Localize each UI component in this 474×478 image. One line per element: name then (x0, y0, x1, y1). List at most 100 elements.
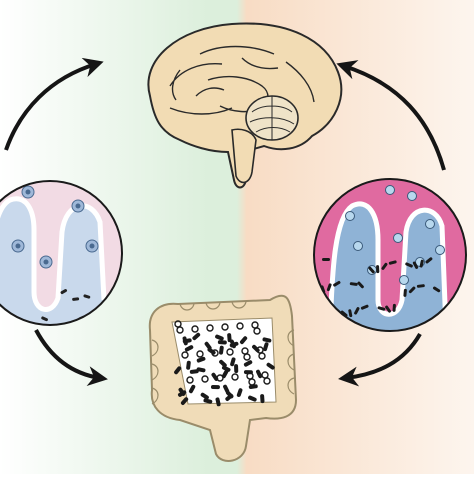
colon-icon (148, 294, 298, 462)
bacterium-icon (204, 341, 212, 350)
bacterium-icon (263, 342, 269, 352)
bacterium-icon (227, 333, 232, 343)
bacterium-icon (340, 310, 348, 317)
bacterium-icon (239, 336, 248, 345)
bacterium-icon (219, 345, 224, 355)
bacterium-icon (253, 327, 261, 335)
immune-cell-icon (393, 233, 403, 243)
bacterium-icon (425, 257, 433, 264)
gut-bacteria-icon (174, 320, 275, 407)
bacterium-icon (210, 385, 220, 390)
bacterium-icon (182, 336, 188, 346)
bacterium-icon (258, 352, 266, 360)
bacterium-icon (326, 283, 332, 292)
bacterium-icon (385, 305, 391, 313)
bacterium-icon (207, 347, 216, 355)
bacterium-icon (196, 367, 206, 373)
bacterium-icon (248, 378, 256, 386)
bacterium-icon (221, 365, 231, 372)
bacterium-icon (189, 369, 199, 374)
bacterium-icon (368, 266, 375, 274)
bacterium-icon (181, 351, 189, 359)
right-lower-arrow (338, 333, 422, 387)
bacterium-icon (376, 265, 380, 274)
bacterium-icon (231, 373, 239, 381)
immune-cell-icon (435, 245, 445, 255)
bacterium-icon (60, 289, 68, 295)
healthy-intestinal-villi-icon (0, 180, 123, 326)
bacterium-icon (236, 388, 243, 397)
bacterium-icon (178, 387, 186, 396)
bacterium-icon (72, 297, 80, 301)
immune-cell-icon (425, 219, 435, 229)
bacterium-icon (219, 359, 227, 368)
left-lower-arrow (34, 329, 108, 387)
bacterium-icon (176, 326, 184, 334)
bacterium-icon (243, 370, 253, 375)
bacterium-icon (419, 259, 424, 268)
bacterium-icon (236, 322, 244, 330)
bacterium-icon (215, 397, 221, 407)
bacterium-icon (215, 334, 224, 341)
bacterium-icon (186, 376, 194, 384)
bacterium-icon (381, 262, 388, 270)
bacterium-icon (234, 364, 239, 374)
bacterium-icon (348, 309, 353, 318)
bacterium-icon (192, 332, 201, 341)
bacterium-icon (412, 261, 419, 269)
bacterium-icon (191, 325, 199, 333)
bacterium-icon (200, 392, 209, 400)
bacterium-icon (408, 286, 416, 294)
bacterium-icon (188, 384, 196, 394)
bacterium-icon (174, 366, 182, 375)
bacterium-icon (322, 258, 330, 261)
bacterium-icon (41, 316, 48, 322)
bacterium-icon (221, 323, 229, 331)
bacterium-icon (206, 324, 214, 332)
bacterium-icon (243, 360, 253, 367)
bacterium-icon (229, 339, 236, 349)
bacterium-icon (388, 260, 397, 265)
bacterium-icon (221, 369, 229, 379)
bacterium-icon (196, 350, 204, 358)
bacterium-icon (403, 288, 407, 297)
bacterium-icon (360, 304, 369, 310)
bacterium-icon (377, 306, 386, 311)
immune-cell-icon (407, 191, 417, 201)
bacterium-icon (226, 348, 234, 356)
bacterium-icon (416, 284, 425, 288)
left-upper-arrow (4, 57, 104, 151)
dysbiotic-intestinal-villi-icon (313, 178, 467, 332)
bacterium-icon (432, 286, 441, 293)
bacterium-icon (186, 360, 191, 370)
bacterium-icon (243, 353, 251, 361)
bacterium-icon (252, 344, 260, 353)
bacterium-icon (230, 357, 236, 367)
bacterium-icon (184, 345, 194, 352)
immune-cell-icon (399, 275, 409, 285)
bacterium-icon (266, 362, 275, 370)
bacterium-icon (260, 394, 265, 404)
bacterium-icon (392, 303, 396, 312)
bacterium-icon (349, 282, 358, 286)
right-upper-arrow (336, 60, 446, 171)
bacterium-icon (203, 398, 213, 404)
bacterium-icon (405, 262, 413, 268)
bacterium-icon (262, 337, 272, 343)
bacterium-icon (201, 375, 209, 383)
bacterium-icon (180, 397, 189, 405)
bacterium-icon (248, 395, 257, 402)
bacterium-icon (211, 372, 219, 381)
bacterium-icon (333, 280, 341, 287)
immune-cell-icon (385, 185, 395, 195)
bacterium-icon (263, 377, 271, 385)
bacterium-icon (83, 294, 91, 299)
bacterium-icon (357, 281, 364, 289)
bacterium-icon (256, 369, 263, 379)
bacterium-icon (196, 356, 206, 363)
bacterium-icon (225, 390, 234, 399)
bacterium-icon (217, 340, 227, 345)
brain-sagittal-icon (147, 22, 343, 189)
